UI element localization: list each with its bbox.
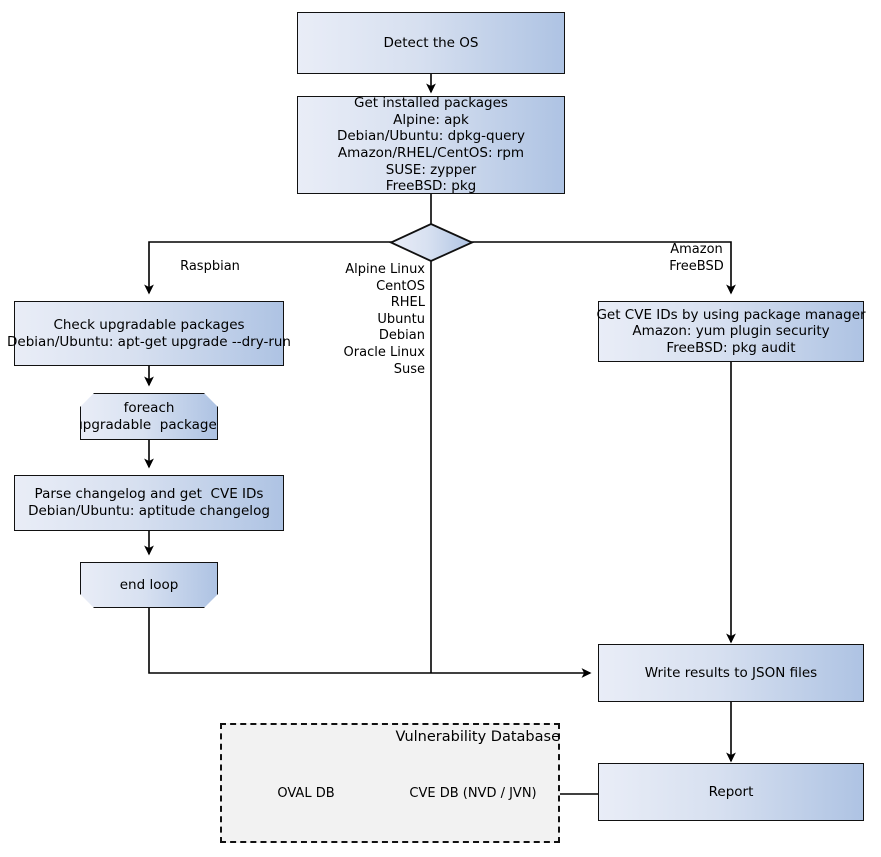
edge-label-amazon-freebsd: Amazon FreeBSD [669,242,724,274]
node-get-installed-packages[interactable]: Get installed packages Alpine: apk Debia… [297,95,565,195]
node-detect-os[interactable]: Detect the OS [297,12,565,74]
node-report[interactable]: Report [598,763,864,821]
node-parse-changelog-label: Parse changelog and get CVE IDs Debian/U… [28,486,270,519]
node-detect-os-label: Detect the OS [383,34,479,51]
cve-db-label: CVE DB (NVD / JVN) [409,786,537,801]
oval-db-label: OVAL DB [277,786,335,801]
os-decision-diamond [388,223,475,262]
node-write-results-label: Write results to JSON files [644,664,818,681]
node-foreach-loop-label: foreach upgradable packages [74,399,224,433]
node-get-cve-ids[interactable]: Get CVE IDs by using package manager Ama… [596,301,866,362]
node-check-upgradable-packages[interactable]: Check upgradable packages Debian/Ubuntu:… [7,301,291,366]
node-get-installed-packages-label: Get installed packages Alpine: apk Debia… [336,95,526,195]
edge-label-raspbian: Raspbian [180,259,240,274]
node-get-cve-ids-label: Get CVE IDs by using package manager Ama… [596,306,866,356]
node-end-loop-label: end loop [119,576,179,593]
node-report-label: Report [708,783,754,800]
node-end-loop[interactable]: end loop [80,562,218,608]
node-parse-changelog[interactable]: Parse changelog and get CVE IDs Debian/U… [14,475,284,531]
vulnerability-database-title: Vulnerability Database [395,729,560,745]
node-foreach-loop[interactable]: foreach upgradable packages [80,393,218,440]
edge-label-middle-os-list: Alpine Linux CentOS RHEL Ubuntu Debian O… [343,262,425,377]
node-check-upgradable-packages-label: Check upgradable packages Debian/Ubuntu:… [7,316,291,350]
node-write-results[interactable]: Write results to JSON files [598,644,864,702]
